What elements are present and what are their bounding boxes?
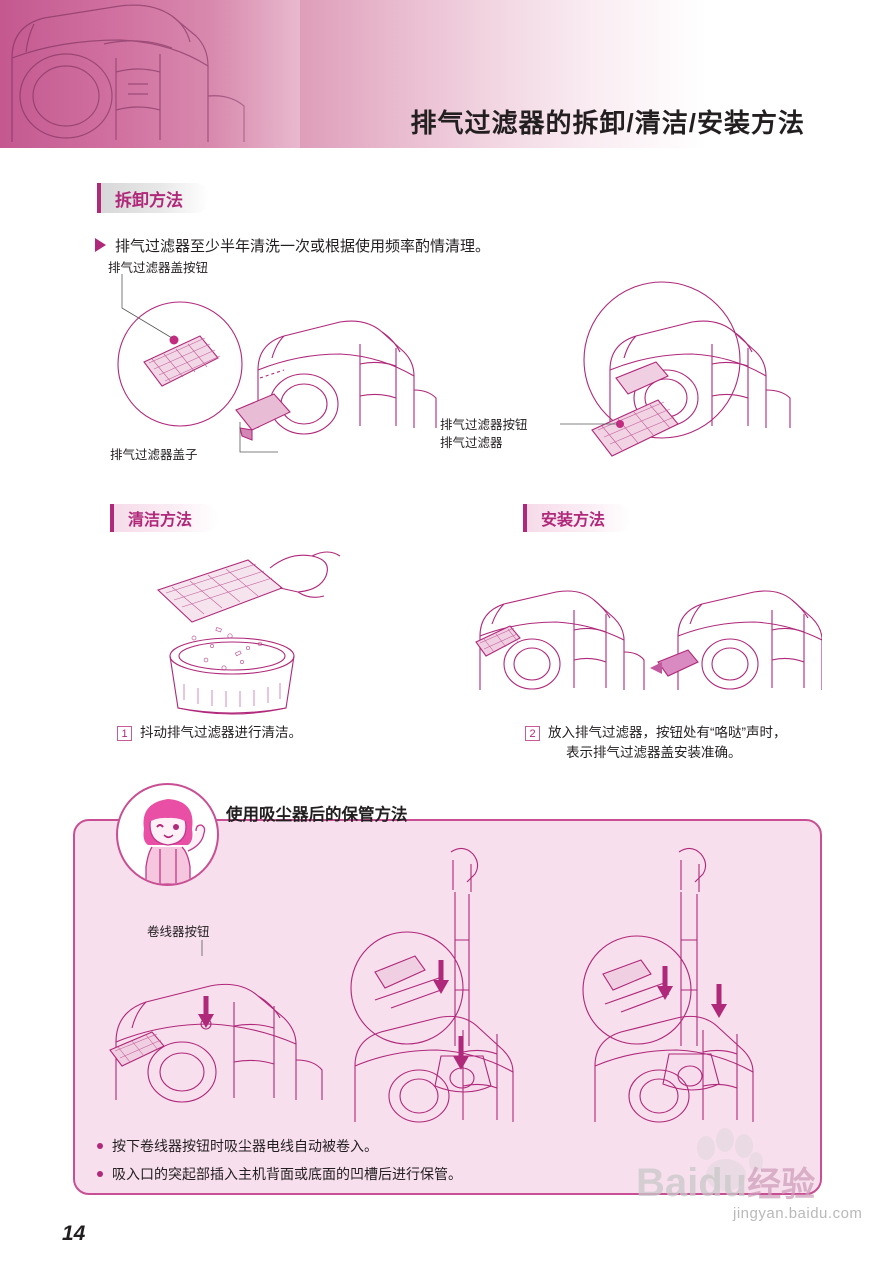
illustration-remove-cover bbox=[108, 278, 438, 478]
tab-removal-method: 拆卸方法 bbox=[97, 183, 209, 213]
panel-bullet-1-text: 按下卷线器按钮时吸尘器电线自动被卷入。 bbox=[112, 1138, 378, 1154]
step-2-number: 2 bbox=[525, 726, 540, 741]
intro-bullet-text: 排气过滤器至少半年清洗一次或根据使用频率酌情清理。 bbox=[115, 238, 491, 255]
paw-watermark-icon bbox=[690, 1128, 764, 1192]
step-2-text-line1: 放入排气过滤器，按钮处有“咯哒”声时， bbox=[548, 725, 787, 740]
illustration-storage-upright bbox=[345, 840, 545, 1140]
header-band: 排气过滤器的拆卸/清洁/安装方法 bbox=[0, 0, 883, 148]
triangle-bullet-icon bbox=[95, 238, 106, 252]
watermark-brand: Baidu经验 bbox=[636, 1157, 815, 1206]
callout-cover-button: 排气过滤器盖按钮 bbox=[108, 261, 209, 275]
leader-line-filter bbox=[560, 423, 618, 425]
bullet-dot-icon bbox=[97, 1143, 103, 1149]
step-1-text: 抖动排气过滤器进行清洁。 bbox=[140, 725, 302, 740]
illustration-cleaning bbox=[120, 548, 420, 718]
watermark-brand-cn: 经验 bbox=[747, 1166, 816, 1204]
leader-line-cover-lid bbox=[239, 422, 278, 453]
panel-bullet-2: 吸入口的突起部插入主机背面或底面的凹槽后进行保管。 bbox=[97, 1164, 462, 1184]
panel-bullet-1: 按下卷线器按钮时吸尘器电线自动被卷入。 bbox=[97, 1136, 378, 1156]
callout-filter-button: 排气过滤器按钮 bbox=[440, 418, 528, 432]
illustration-remove-filter bbox=[470, 278, 830, 478]
callout-cover-lid: 排气过滤器盖子 bbox=[110, 448, 198, 462]
step-2-text-line2: 表示排气过滤器盖安装准确。 bbox=[566, 745, 742, 760]
bullet-dot-icon bbox=[97, 1171, 103, 1177]
leader-line-cover-button bbox=[121, 274, 173, 339]
page-title: 排气过滤器的拆卸/清洁/安装方法 bbox=[410, 108, 805, 138]
panel-title: 使用吸尘器后的保管方法 bbox=[226, 806, 408, 824]
panel-bullet-2-text: 吸入口的突起部插入主机背面或底面的凹槽后进行保管。 bbox=[112, 1166, 462, 1182]
illustration-storage-back bbox=[575, 840, 795, 1140]
callout-cord-button: 卷线器按钮 bbox=[147, 925, 210, 939]
watermark-brand-text: Baidu bbox=[636, 1161, 748, 1205]
tab-cleaning-method: 清洁方法 bbox=[110, 504, 219, 532]
mascot-avatar bbox=[116, 783, 219, 886]
intro-bullet: 排气过滤器至少半年清洗一次或根据使用频率酌情清理。 bbox=[95, 235, 490, 256]
page-number: 14 bbox=[62, 1222, 86, 1245]
illustration-cord-rewind bbox=[100, 950, 350, 1130]
watermark-url: jingyan.baidu.com bbox=[733, 1205, 863, 1222]
leader-line-cord-button bbox=[201, 940, 203, 956]
callout-filter: 排气过滤器 bbox=[440, 436, 503, 450]
tab-install-method: 安装方法 bbox=[523, 504, 632, 532]
header-product-photo bbox=[0, 0, 300, 148]
step-1-number: 1 bbox=[117, 726, 132, 741]
illustration-install bbox=[462, 550, 822, 715]
